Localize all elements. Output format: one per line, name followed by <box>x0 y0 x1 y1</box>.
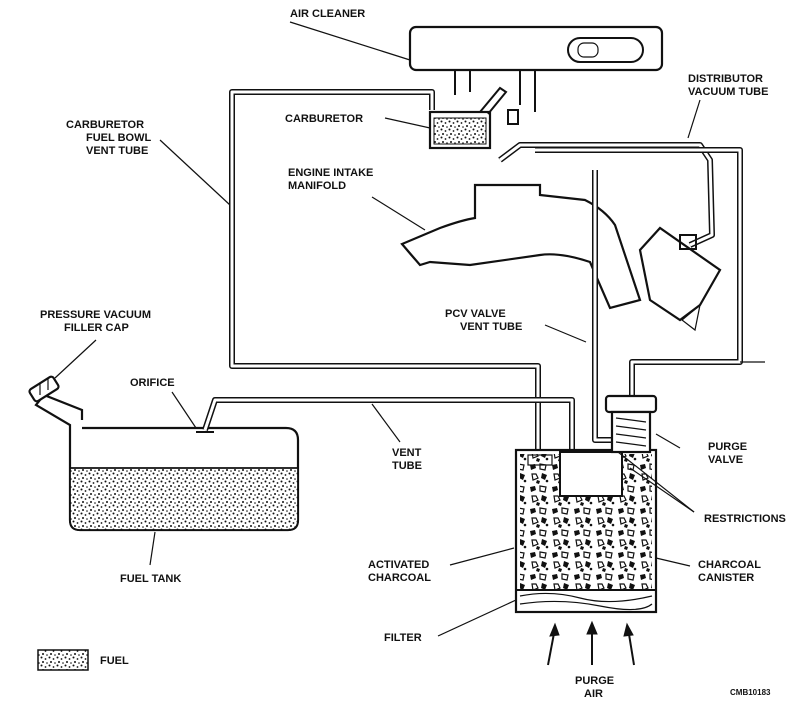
vent-tube-label-1: VENT <box>392 447 422 459</box>
vent-tube <box>171 391 575 450</box>
filler-cap-label-1: PRESSURE VACUUM <box>40 309 151 321</box>
intake-label-2: MANIFOLD <box>288 180 346 192</box>
leader-canister <box>655 557 691 567</box>
leader-fuel-tank <box>149 531 156 566</box>
vent-tube-label-2: TUBE <box>392 460 422 472</box>
filter-label: FILTER <box>384 632 422 644</box>
carburetor-label: CARBURETOR <box>285 113 363 125</box>
purge-valve <box>604 394 681 454</box>
purge-air-label-1: PURGE <box>575 675 614 687</box>
intake-label-1: ENGINE INTAKE <box>288 167 373 179</box>
purge-valve-label-2: VALVE <box>708 454 743 466</box>
air-cleaner-label: AIR CLEANER <box>290 8 365 20</box>
figure-code: CMB10183 <box>730 688 771 697</box>
pressure-vacuum-filler-cap <box>28 339 97 403</box>
carburetor <box>384 86 519 150</box>
leader-orifice <box>171 391 197 429</box>
leader-distributor <box>687 99 701 139</box>
purge-air-arrows <box>547 620 635 666</box>
pcv-label-1: PCV VALVE <box>445 308 506 320</box>
leader-purge-valve <box>655 433 681 449</box>
pcv-label-2: VENT TUBE <box>460 321 522 333</box>
purge-valve-label-1: PURGE <box>708 441 747 453</box>
carb-vent-label-3: VENT TUBE <box>86 145 148 157</box>
activated-charcoal-label-1: ACTIVATED <box>368 559 429 571</box>
fuel-tank-label: FUEL TANK <box>120 573 181 585</box>
pcv-valve-vent-tube <box>544 170 612 443</box>
charcoal-canister <box>437 448 691 637</box>
charcoal-canister-label-2: CANISTER <box>698 572 754 584</box>
leader-vent-tube <box>371 403 401 443</box>
distributor-label-1: DISTRIBUTOR <box>688 73 763 85</box>
legend-fuel-label: FUEL <box>100 655 129 667</box>
carb-vent-label-1: CARBURETOR <box>66 119 144 131</box>
restrictions-label: RESTRICTIONS <box>704 513 786 525</box>
leader-filler-cap <box>54 339 97 379</box>
legend-fuel-swatch <box>37 649 89 671</box>
leader-carb-vent-tube <box>159 139 231 206</box>
purge-air-label-2: AIR <box>584 688 603 700</box>
leader-activated-charcoal <box>449 547 515 566</box>
activated-charcoal-label-2: CHARCOAL <box>368 572 431 584</box>
fuel-tank <box>34 393 300 566</box>
legend <box>37 649 89 671</box>
leader-carburetor <box>384 117 431 129</box>
restrictions-leaders <box>617 451 695 513</box>
filter-element <box>519 592 653 611</box>
carb-vent-label-2: FUEL BOWL <box>86 132 151 144</box>
leader-filter <box>437 599 517 637</box>
carburetor-fuel-bowl-vent-tube <box>159 89 541 450</box>
charcoal-canister-label-1: CHARCOAL <box>698 559 761 571</box>
air-cleaner <box>289 21 664 112</box>
orifice-label: ORIFICE <box>130 377 175 389</box>
purge-line <box>535 147 765 395</box>
distributor-label-2: VACUUM TUBE <box>688 86 768 98</box>
leader-air-cleaner <box>289 21 411 61</box>
leader-intake-manifold <box>371 196 426 231</box>
engine-intake-manifold <box>371 183 642 310</box>
distributor <box>638 226 722 332</box>
filler-cap-label-2: FILLER CAP <box>64 322 129 334</box>
leader-pcv <box>544 324 587 343</box>
